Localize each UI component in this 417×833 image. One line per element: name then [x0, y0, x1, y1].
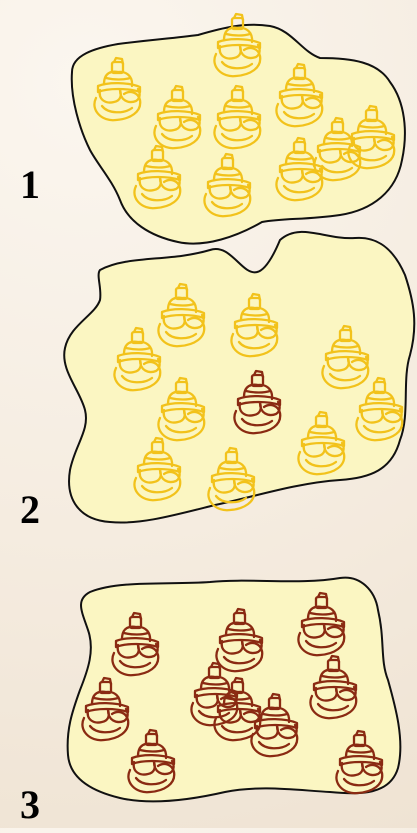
panel-number-3: 3 — [20, 785, 40, 825]
panel-number-2: 2 — [20, 490, 40, 530]
panel-number-1: 1 — [20, 165, 40, 205]
